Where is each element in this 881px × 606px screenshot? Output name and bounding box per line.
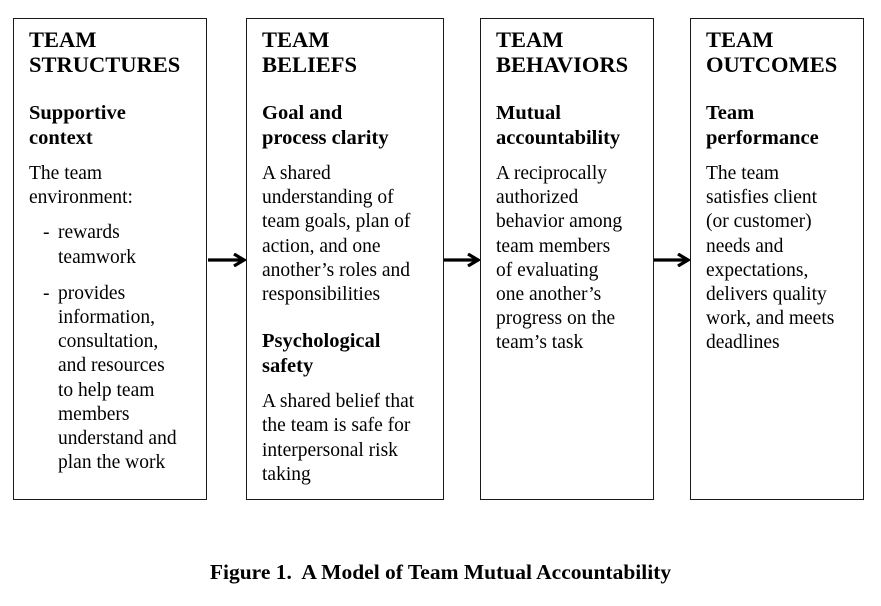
dash-bullet-icon: -	[43, 282, 50, 304]
right-arrow-icon	[208, 253, 247, 267]
team-beliefs-box: TEAM BELIEFS Goal and process clarity A …	[246, 18, 444, 500]
team-outcomes-title: TEAM OUTCOMES	[706, 27, 838, 77]
supportive-context-heading: Supportive context	[29, 102, 126, 149]
team-behaviors-content: TEAM BEHAVIORS Mutual accountability A r…	[496, 27, 649, 356]
bullet-item-rewards: - rewards teamwork	[29, 221, 202, 269]
team-structures-content: TEAM STRUCTURES Supportive context The t…	[29, 27, 202, 475]
team-behaviors-box: TEAM BEHAVIORS Mutual accountability A r…	[480, 18, 654, 500]
right-arrow-icon	[444, 253, 481, 267]
bullet-text-rewards: rewards teamwork	[58, 222, 136, 268]
team-outcomes-box: TEAM OUTCOMES Team performance The team …	[690, 18, 864, 500]
team-beliefs-content: TEAM BELIEFS Goal and process clarity A …	[262, 27, 439, 487]
right-arrow-icon	[654, 253, 691, 267]
psychological-safety-heading: Psychological safety	[262, 330, 381, 378]
team-performance-heading: Team performance	[706, 102, 819, 149]
dash-bullet-icon: -	[43, 222, 50, 244]
team-beliefs-title: TEAM BELIEFS	[262, 27, 358, 77]
team-structures-title: TEAM STRUCTURES	[29, 27, 181, 77]
bullet-text-provides: provides information, consultation, and …	[58, 282, 177, 474]
figure-caption: Figure 1. A Model of Team Mutual Account…	[209, 560, 672, 584]
mutual-accountability-heading: Mutual accountability	[496, 102, 621, 149]
team-structures-box: TEAM STRUCTURES Supportive context The t…	[13, 18, 207, 500]
psychological-safety-text: A shared belief that the team is safe fo…	[262, 391, 415, 485]
mutual-accountability-text: A reciprocally authorized behavior among…	[496, 163, 623, 354]
supportive-context-text: The team environment:	[29, 163, 133, 209]
team-outcomes-content: TEAM OUTCOMES Team performance The team …	[706, 27, 859, 356]
team-performance-text: The team satisfies client (or customer) …	[706, 163, 835, 354]
bullet-item-provides: - provides information, consultation, an…	[29, 282, 202, 476]
goal-process-clarity-text: A shared understanding of team goals, pl…	[262, 163, 411, 306]
team-behaviors-title: TEAM BEHAVIORS	[496, 27, 629, 77]
goal-process-clarity-heading: Goal and process clarity	[262, 102, 389, 149]
